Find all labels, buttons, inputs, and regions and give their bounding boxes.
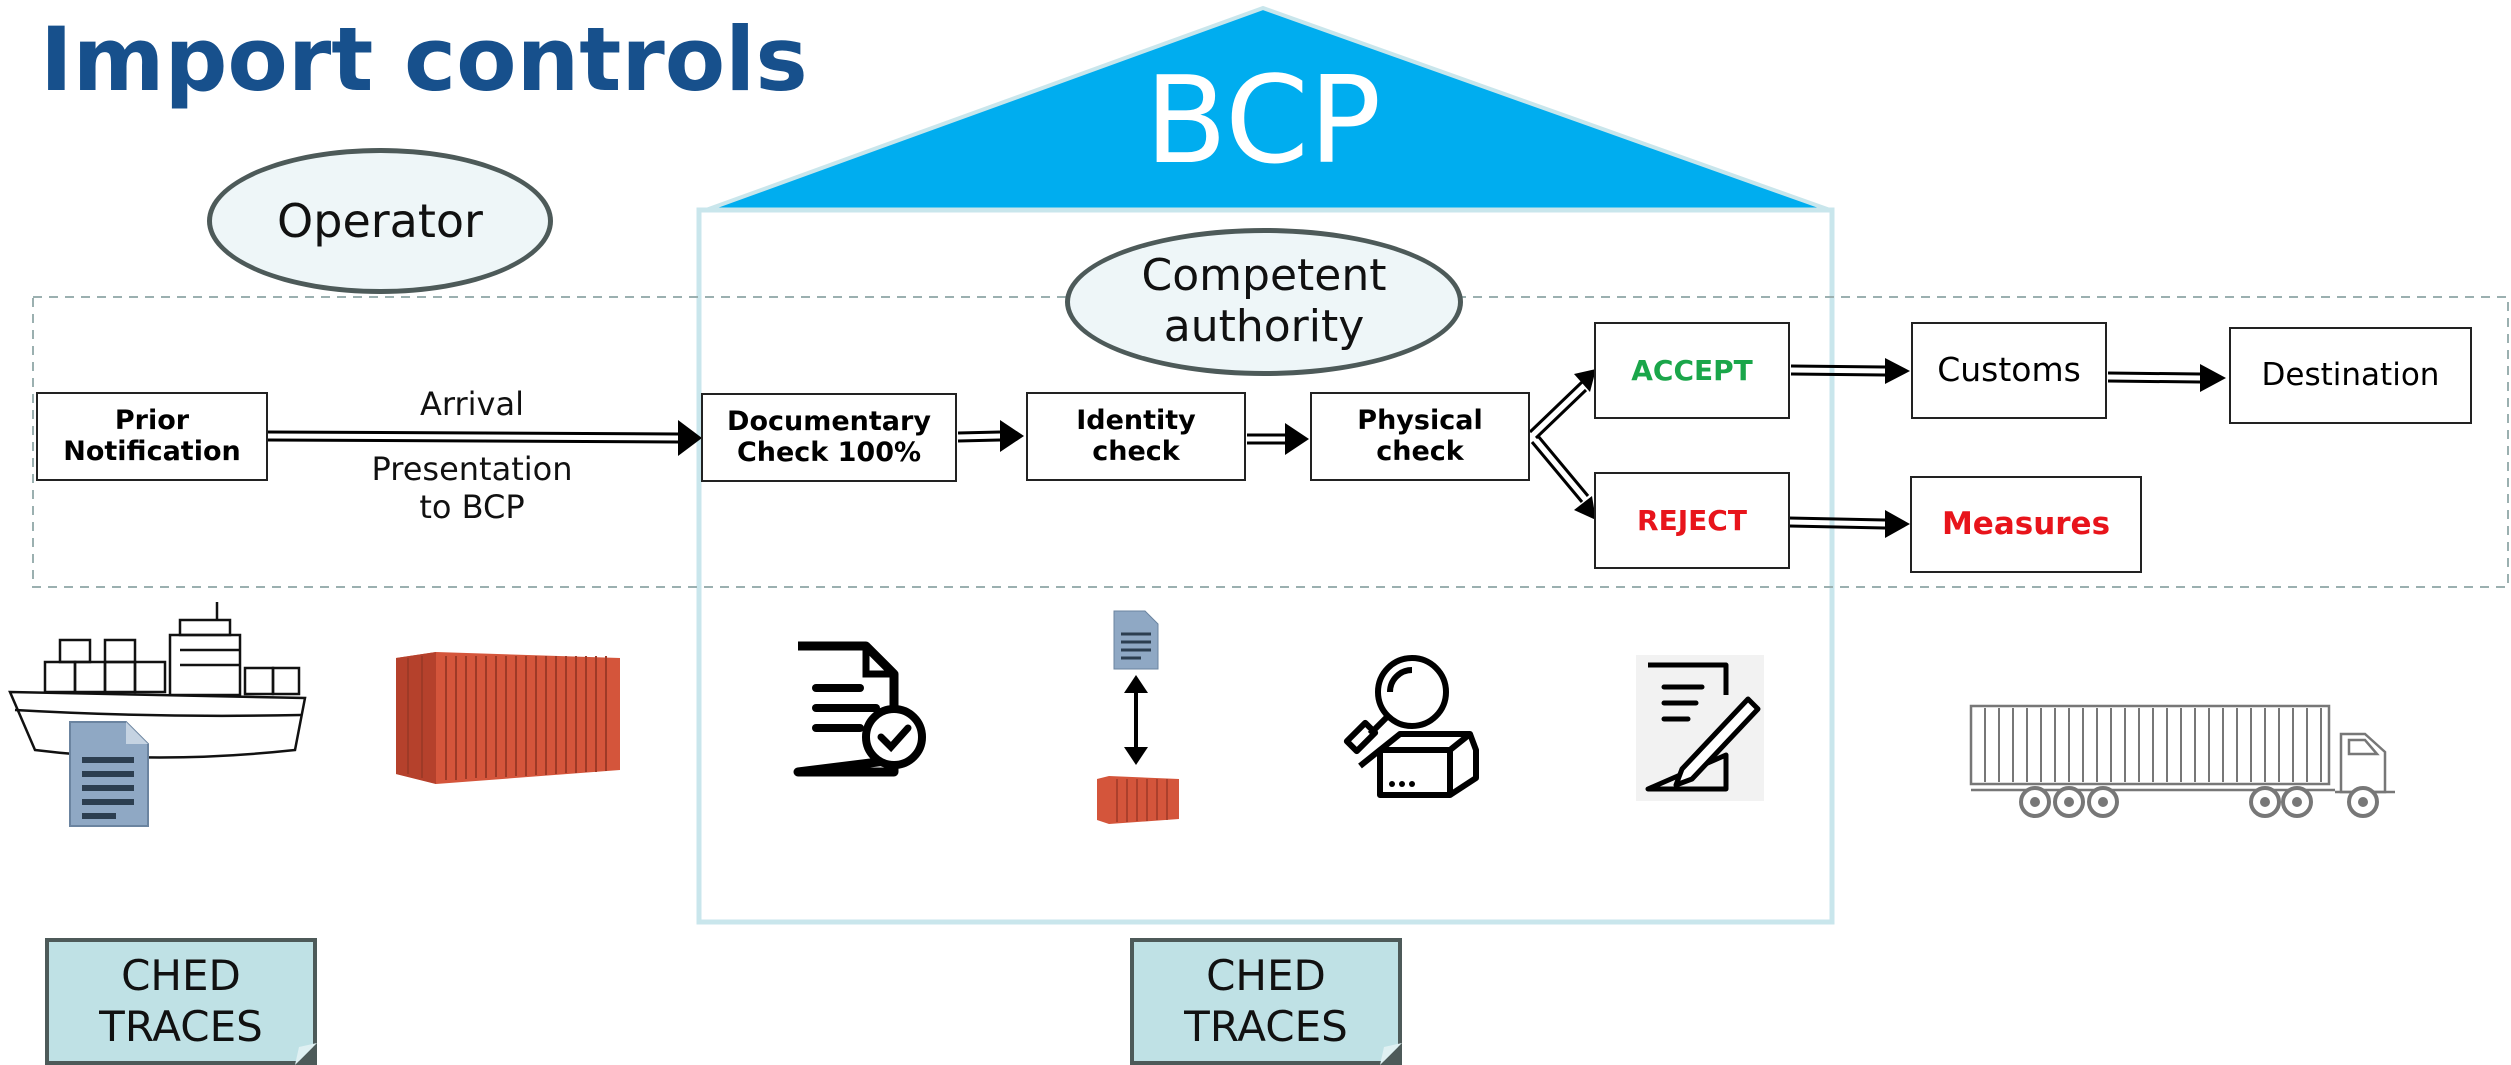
prior-notification-line1: Prior — [114, 405, 190, 437]
arrival-label: Arrival — [420, 385, 524, 423]
cargo-ship-icon — [8, 602, 307, 759]
page-curl-icon — [1380, 1043, 1402, 1065]
presentation-line1: Presentation — [371, 450, 573, 488]
competent-authority-ellipse: Competent authority — [1065, 228, 1463, 376]
measures-box: Measures — [1910, 476, 2142, 573]
arrow-line-1a — [267, 430, 679, 436]
reject-box: REJECT — [1594, 472, 1790, 569]
customs-box: Customs — [1911, 322, 2107, 419]
small-document-icon — [1113, 610, 1159, 670]
prior-notification-box: Prior Notification — [36, 392, 268, 481]
presentation-label: Presentation to BCP — [352, 450, 592, 527]
operator-ellipse: Operator — [207, 148, 553, 294]
document-icon — [69, 721, 149, 827]
physical-check-box: Physical check — [1310, 392, 1530, 481]
container-truck-icon — [1969, 704, 2395, 818]
magnifier-box-icon — [1343, 655, 1479, 798]
double-arrow-icon — [1124, 675, 1148, 765]
small-container-icon — [1097, 776, 1179, 824]
presentation-line2: to BCP — [419, 488, 525, 527]
accept-box: ACCEPT — [1594, 322, 1790, 419]
identity-check-box: Identity check — [1026, 392, 1246, 481]
physical-check-line1: Physical — [1357, 405, 1483, 437]
ched-line2: TRACES — [99, 1001, 263, 1051]
competent-authority-line1: Competent — [1141, 250, 1387, 302]
ched-line1: CHED — [1206, 951, 1326, 1001]
bcp-label: BCP — [1144, 52, 1382, 191]
pen-document-icon — [1636, 655, 1764, 801]
shipping-container-icon — [396, 652, 620, 784]
document-check-icon — [793, 641, 926, 777]
operator-label: Operator — [277, 194, 483, 248]
identity-check-line1: Identity — [1076, 405, 1196, 437]
documentary-check-box: Documentary Check 100% — [701, 393, 957, 482]
arrow-line-1b — [267, 438, 679, 444]
page-title: Import controls — [40, 8, 808, 111]
destination-box: Destination — [2229, 327, 2472, 424]
competent-authority-line2: authority — [1163, 301, 1365, 352]
ched-line1: CHED — [121, 951, 241, 1001]
arrowhead-1 — [678, 420, 702, 456]
bcp-building-outline — [696, 207, 1835, 925]
physical-check-line2: check — [1376, 435, 1464, 467]
documentary-check-line2: Check 100% — [736, 436, 922, 468]
documentary-check-line1: Documentary — [727, 406, 931, 438]
ched-traces-note-operator: CHED TRACES — [45, 938, 317, 1065]
prior-notification-line2: Notification — [63, 435, 241, 467]
page-curl-icon — [295, 1043, 317, 1065]
ched-line2: TRACES — [1184, 1001, 1348, 1051]
ched-traces-note-authority: CHED TRACES — [1130, 938, 1402, 1065]
identity-check-line2: check — [1092, 435, 1180, 467]
